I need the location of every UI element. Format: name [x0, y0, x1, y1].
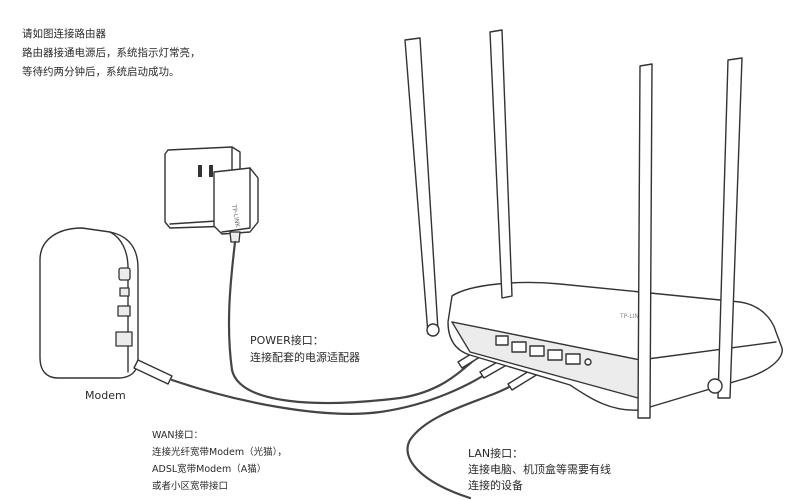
intro-instructions: 请如图连接路由器 路由器接通电源后，系统指示灯常亮， 等待约两分钟后，系统启动成…	[22, 28, 201, 78]
router-lan-port-2	[547, 349, 563, 361]
power-port-label: POWER接口： 连接配套的电源适配器	[250, 334, 360, 364]
router-lan-port-1	[529, 345, 545, 357]
lan-port-label: LAN接口： 连接电脑、机顶盒等需要有线 连接的设备	[468, 447, 611, 492]
power-cable	[227, 240, 476, 405]
router-wan-port	[511, 341, 527, 353]
lan-cable	[406, 382, 516, 500]
router-antennas	[404, 29, 743, 419]
router-lan-port-3	[565, 353, 581, 365]
modem-label: Modem	[85, 389, 126, 402]
router-brand: TP-LINK	[619, 313, 644, 320]
wan-port-label: WAN接口： 连接光纤宽带Modem（光猫）， ADSL宽带Modem（A猫） …	[152, 430, 287, 492]
power-adapter: TP-LINK	[213, 167, 259, 243]
modem-port	[115, 331, 133, 347]
adapter-brand: TP-LINK	[230, 203, 241, 229]
router-power-port	[495, 335, 509, 346]
wan-plug-modem	[133, 359, 173, 385]
wan-cable	[170, 368, 494, 415]
modem-device	[39, 227, 139, 379]
